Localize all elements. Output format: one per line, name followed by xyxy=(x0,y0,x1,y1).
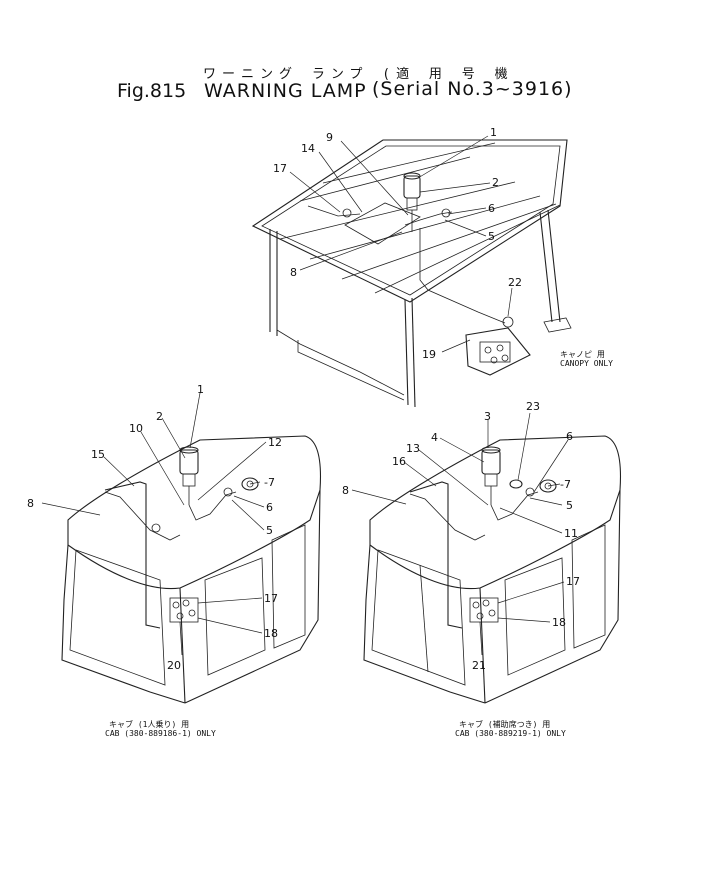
callout-19: 19 xyxy=(422,348,436,361)
callout-12: 12 xyxy=(268,436,282,449)
callout-7: -7 xyxy=(560,478,571,491)
callout-10: 10 xyxy=(129,422,143,435)
callout-7: -7 xyxy=(264,476,275,489)
cab-left-note-en: CAB (380-889186-1) ONLY xyxy=(105,729,216,738)
callout-1: 1 xyxy=(197,383,204,396)
callout-18: 18 xyxy=(264,627,278,640)
callout-2: 2 xyxy=(492,176,499,189)
callout-5: 5 xyxy=(488,230,495,243)
callout-9: 9 xyxy=(326,131,333,144)
callout-18: 18 xyxy=(552,616,566,629)
japanese-title: ワーニング ランプ (適 用 号 機 xyxy=(203,67,514,82)
figure-number: Fig.815 xyxy=(117,80,187,102)
callout-23: 23 xyxy=(526,400,540,413)
canopy-view: 9 14 17 1 2 6 5 8 22 19 xyxy=(251,126,572,408)
callout-17: 17 xyxy=(264,592,278,605)
callout-8: 8 xyxy=(290,266,297,279)
callout-5: 5 xyxy=(566,499,573,512)
callout-1: 1 xyxy=(490,126,497,139)
callout-6: 6 xyxy=(488,202,495,215)
callout-14: 14 xyxy=(301,142,315,155)
callout-6: 6 xyxy=(566,430,573,443)
callout-6: 6 xyxy=(266,501,273,514)
cab-right-note-en: CAB (380-889219-1) ONLY xyxy=(455,729,566,738)
callout-4: 4 xyxy=(431,431,438,444)
serial-range: (Serial No.3~3916) xyxy=(372,78,573,100)
cab-left-view: 1 2 10 12 15 8 -7 6 5 17 18 20 xyxy=(27,383,321,704)
callout-8: 8 xyxy=(342,484,349,497)
callout-8: 8 xyxy=(27,497,34,510)
cab-right-note-jp: キャブ (補助席つき) 用 xyxy=(459,720,551,729)
figure-name: WARNING LAMP xyxy=(204,80,367,102)
canopy-note-jp: キャノピ 用 xyxy=(560,350,605,359)
callout-17: 17 xyxy=(566,575,580,588)
cab-right-view: 23 3 4 13 16 8 6 -7 5 11 17 18 21 xyxy=(342,400,621,704)
callout-22: 22 xyxy=(508,276,522,289)
callout-15: 15 xyxy=(91,448,105,461)
callout-11: 11 xyxy=(564,527,578,540)
cab-left-note-jp: キャブ (1人乗り) 用 xyxy=(109,720,190,729)
callout-3: 3 xyxy=(484,410,491,423)
callout-2: 2 xyxy=(156,410,163,423)
callout-20: 20 xyxy=(167,659,181,672)
callout-17: 17 xyxy=(273,162,287,175)
callout-21: 21 xyxy=(472,659,486,672)
canopy-note-en: CANOPY ONLY xyxy=(560,359,613,368)
callout-5: 5 xyxy=(266,524,273,537)
callout-13: 13 xyxy=(406,442,420,455)
callout-16: 16 xyxy=(392,455,406,468)
